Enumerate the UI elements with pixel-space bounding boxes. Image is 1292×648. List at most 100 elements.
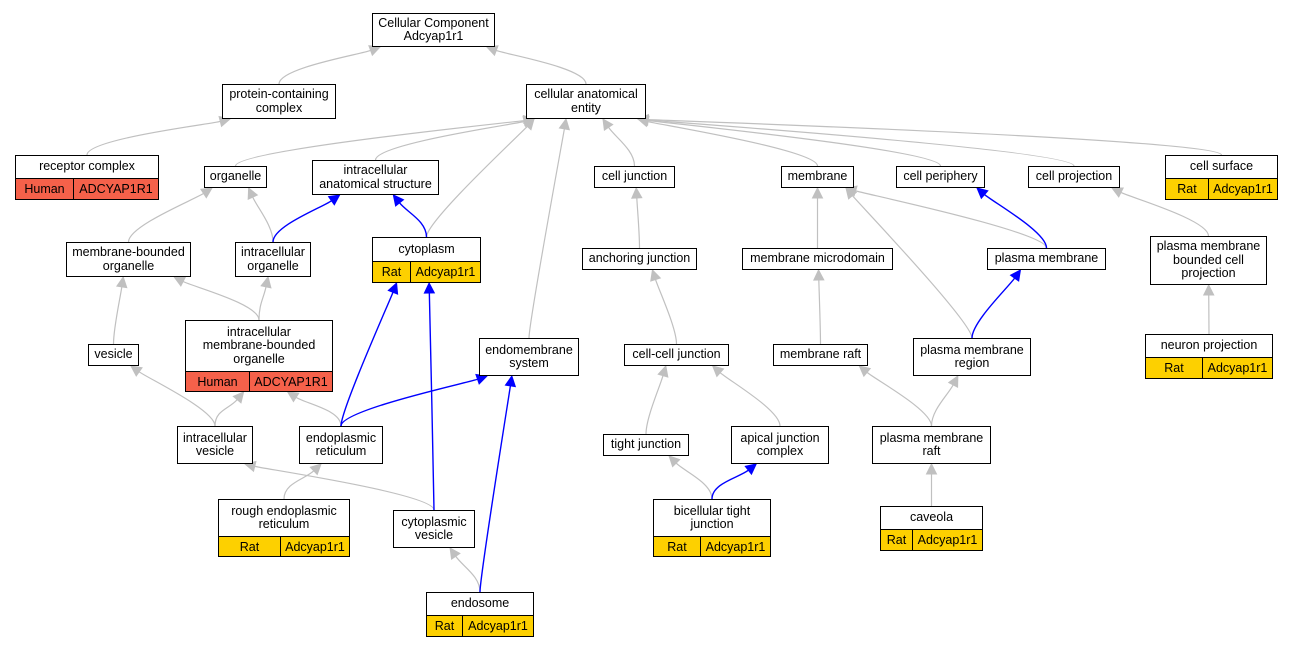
arrowhead	[200, 187, 213, 199]
go-term-label: caveola	[909, 510, 954, 525]
go-term-plasma-membrane-region[interactable]: plasma membrane region	[913, 338, 1031, 376]
gene-cell: Adcyap1r1	[1202, 357, 1272, 378]
arrowhead	[423, 281, 436, 294]
edge-bicellular-tight-junction-to-tight-junction	[675, 462, 713, 500]
go-term-intracellular-membrane-bounded-organelle[interactable]: intracellular membrane-bounded organelle…	[185, 320, 333, 392]
edge-cytoplasm-to-intracellular-anatomical-structure	[398, 202, 428, 238]
edge-tight-junction-to-cell-cell-junction	[645, 375, 664, 435]
edge-cell-projection-to-cellular-anatomical-entity	[647, 119, 1075, 167]
edge-cell-cell-junction-to-anchoring-junction	[654, 279, 678, 345]
go-term-cellular-anatomical-entity[interactable]: cellular anatomical entity	[526, 84, 646, 119]
species-cell: Rat	[427, 615, 462, 636]
go-term-plasma-membrane[interactable]: plasma membrane	[987, 248, 1106, 270]
go-term-membrane-raft[interactable]: membrane raft	[773, 344, 868, 366]
arrowhead	[130, 365, 143, 377]
go-term-intracellular-anatomical-structure[interactable]: intracellular anatomical structure	[312, 160, 439, 195]
go-term-tight-junction[interactable]: tight junction	[603, 434, 689, 456]
arrowhead	[558, 117, 571, 131]
edge-receptor-complex-to-protein-containing-complex	[86, 120, 221, 156]
edge-endosome-to-cytoplasmic-vesicle	[455, 555, 481, 593]
go-term-label: cell periphery	[903, 169, 978, 184]
arrowhead	[947, 375, 959, 388]
arrowhead	[115, 275, 128, 289]
arrowhead	[247, 186, 259, 200]
edge-endoplasmic-reticulum-to-cytoplasm	[340, 292, 394, 427]
go-term-cellular-component[interactable]: Cellular Component Adcyap1r1	[372, 13, 495, 47]
go-term-cell-periphery[interactable]: cell periphery	[896, 166, 985, 188]
arrowhead	[485, 45, 499, 57]
go-term-endoplasmic-reticulum[interactable]: endoplasmic reticulum	[299, 426, 383, 464]
edge-cell-surface-to-cellular-anatomical-entity	[647, 119, 1223, 156]
species-cell: Rat	[219, 536, 280, 556]
go-term-label: protein-containing complex	[229, 87, 329, 115]
go-term-membrane-bounded-organelle[interactable]: membrane-bounded organelle	[66, 242, 191, 277]
go-term-vesicle[interactable]: vesicle	[88, 344, 139, 366]
go-term-label: cell surface	[1189, 159, 1254, 174]
edge-cytoplasmic-vesicle-to-intracellular-vesicle	[254, 465, 435, 511]
gene-cell: Adcyap1r1	[1208, 178, 1277, 199]
arrowhead	[232, 391, 245, 404]
edge-endoplasmic-reticulum-to-intracellular-membrane-bounded-organelle	[295, 396, 342, 427]
species-cell: Rat	[654, 536, 700, 556]
go-term-label: membrane-bounded organelle	[72, 245, 185, 273]
go-term-label: membrane microdomain	[750, 251, 885, 266]
arrowhead	[260, 275, 272, 289]
gene-cell: Adcyap1r1	[700, 536, 770, 556]
arrowhead	[711, 365, 725, 378]
go-term-label: anchoring junction	[588, 251, 691, 266]
go-term-label: membrane raft	[779, 347, 862, 362]
edge-cytoplasm-to-cellular-anatomical-entity	[425, 125, 528, 238]
go-term-intracellular-organelle[interactable]: intracellular organelle	[235, 242, 311, 277]
go-term-cell-projection[interactable]: cell projection	[1028, 166, 1120, 188]
edge-membrane-to-cellular-anatomical-entity	[647, 120, 819, 167]
go-term-label: endoplasmic reticulum	[305, 430, 377, 458]
go-term-plasma-membrane-raft[interactable]: plasma membrane raft	[872, 426, 991, 464]
go-term-membrane-microdomain[interactable]: membrane microdomain	[742, 248, 893, 270]
arrowhead	[650, 268, 662, 282]
edge-plasma-membrane-region-to-membrane	[851, 195, 973, 339]
go-term-label: intracellular membrane-bounded organelle	[202, 324, 316, 366]
go-term-protein-containing-complex[interactable]: protein-containing complex	[222, 84, 336, 119]
arrowhead	[631, 186, 643, 199]
go-term-organelle[interactable]: organelle	[204, 166, 267, 188]
go-term-intracellular-vesicle[interactable]: intracellular vesicle	[177, 426, 253, 464]
edge-endomembrane-system-to-cellular-anatomical-entity	[528, 128, 565, 339]
edge-endoplasmic-reticulum-to-endomembrane-system	[340, 378, 478, 427]
arrowhead	[744, 463, 758, 476]
go-term-cell-cell-junction[interactable]: cell-cell junction	[624, 344, 729, 366]
go-term-apical-junction-complex[interactable]: apical junction complex	[731, 426, 829, 464]
arrowhead	[392, 194, 405, 207]
edge-plasma-membrane-to-membrane	[855, 190, 1048, 249]
go-term-endomembrane-system[interactable]: endomembrane system	[479, 338, 579, 376]
arrowhead	[173, 276, 187, 287]
go-term-cell-junction[interactable]: cell junction	[594, 166, 675, 188]
arrowhead	[813, 268, 825, 281]
go-term-label: intracellular anatomical structure	[319, 163, 432, 191]
go-term-label: cell projection	[1035, 169, 1113, 184]
species-cell: Human	[186, 371, 249, 391]
edge-intracellular-membrane-bounded-organelle-to-membrane-bounded-organelle	[182, 280, 260, 321]
arrowhead	[668, 455, 681, 468]
go-term-label: apical junction complex	[740, 430, 820, 458]
go-term-label: Cellular Component Adcyap1r1	[378, 15, 489, 43]
species-cell: Rat	[1146, 357, 1202, 378]
go-term-anchoring-junction[interactable]: anchoring junction	[582, 248, 697, 270]
go-term-label: cell-cell junction	[632, 347, 721, 362]
edge-plasma-membrane-raft-to-membrane-raft	[866, 371, 933, 427]
go-term-label: rough endoplasmic reticulum	[231, 503, 337, 531]
go-term-cytoplasmic-vesicle[interactable]: cytoplasmic vesicle	[393, 510, 475, 548]
arrowhead	[387, 281, 399, 295]
go-term-plasma-membrane-bounded-cell-projection[interactable]: plasma membrane bounded cell projection	[1150, 236, 1267, 285]
edge-intracellular-membrane-bounded-organelle-to-intracellular-organelle	[258, 286, 267, 321]
go-term-label: intracellular vesicle	[183, 430, 247, 458]
edge-intracellular-vesicle-to-vesicle	[138, 371, 216, 427]
go-term-membrane[interactable]: membrane	[781, 166, 854, 188]
